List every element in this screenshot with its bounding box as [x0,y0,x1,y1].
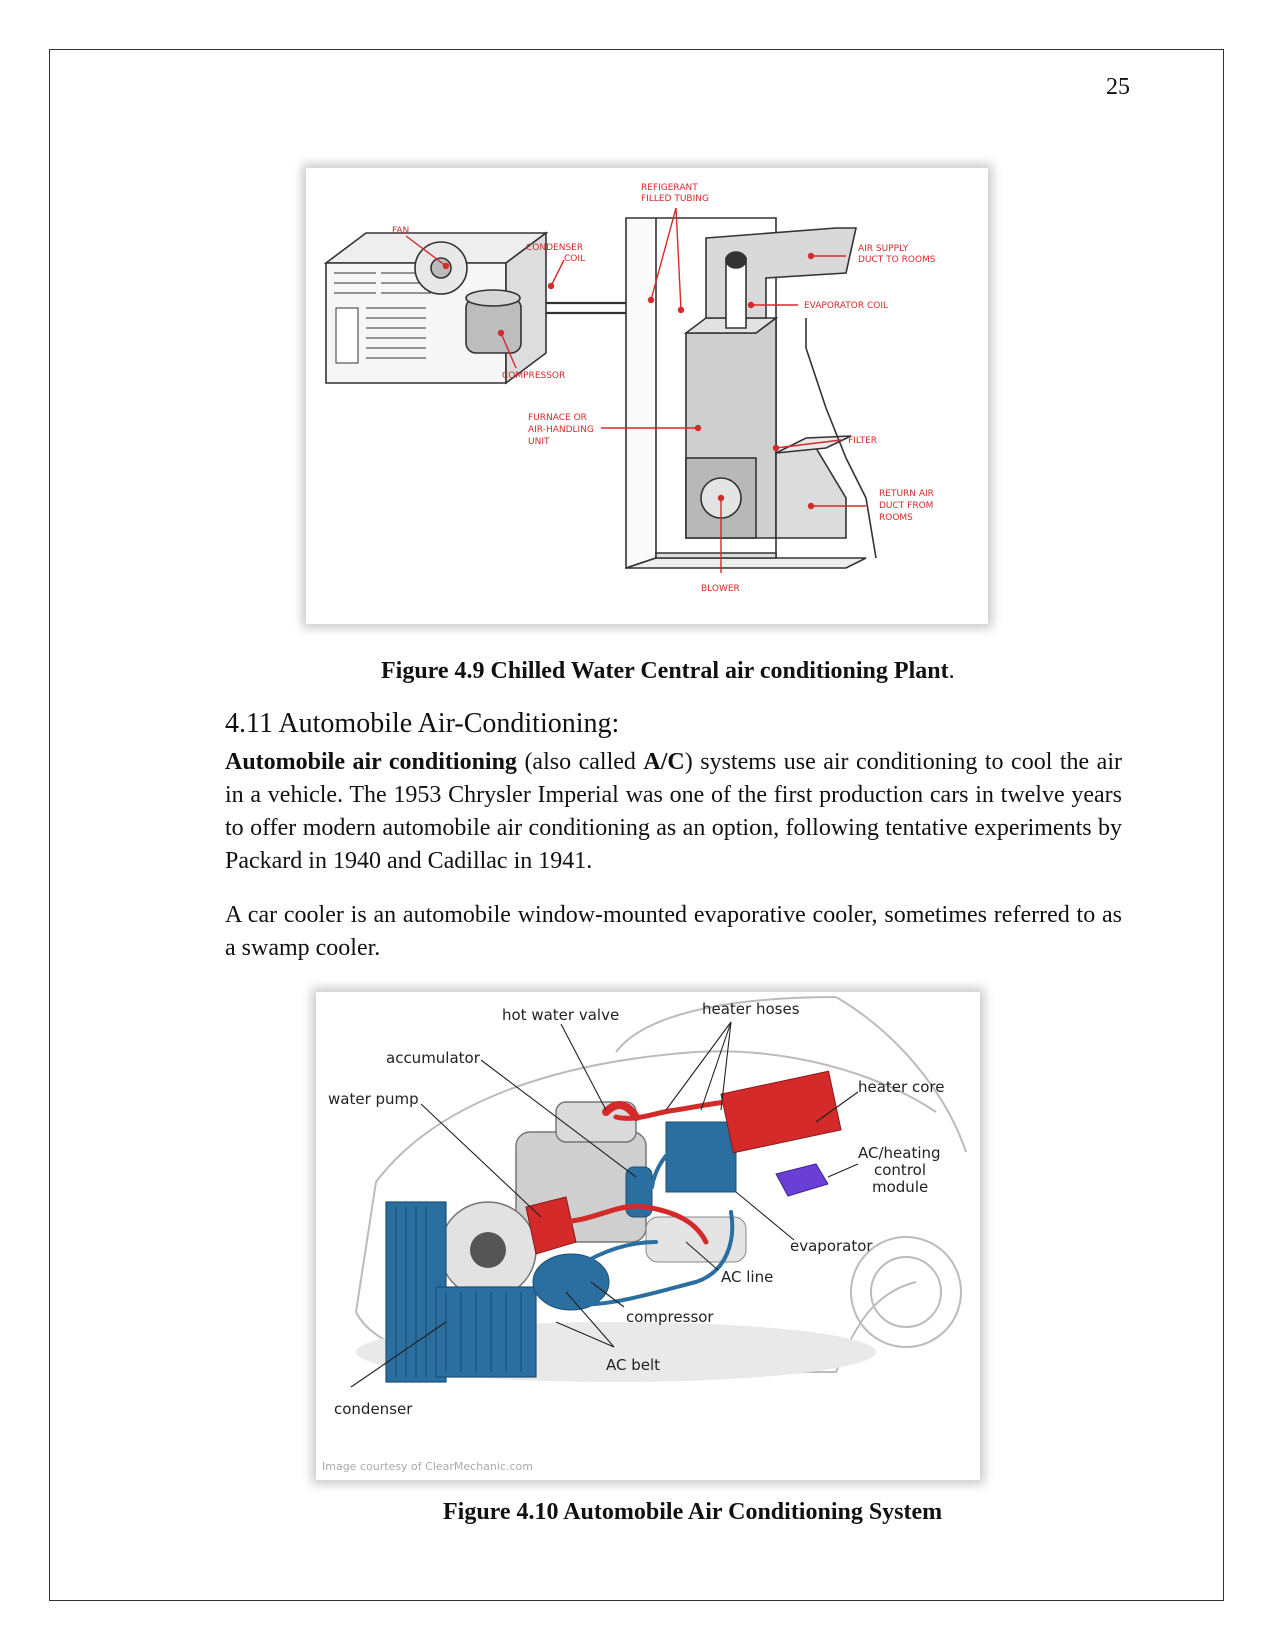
p1-text-2: ) systems use air conditioning to cool t… [225,749,1122,874]
central-ac-illustration: REFIGERANT FILLED TUBING FAN CONDENSER C… [323,183,936,594]
label-blower: BLOWER [701,584,740,594]
caption-text: Chilled Water Central air conditioning P… [490,658,949,684]
label-return-1: RETURN AIR [879,489,934,499]
label-accumulator: accumulator [386,1049,481,1067]
label-return-2: DUCT FROM [879,501,933,511]
label-furnace-3: UNIT [528,437,550,447]
page-border [49,49,1224,1601]
label-fan: FAN [392,226,409,236]
label-ac-module-2: control [874,1161,926,1179]
automobile-ac-illustration: hot water valve heater hoses accumulator… [322,996,967,1473]
label-ac-line: AC line [721,1268,773,1286]
label-heater-hoses: heater hoses [702,1000,800,1018]
label-hot-water-valve: hot water valve [502,1006,619,1024]
label-filter: FILTER [848,436,877,446]
label-condenser-2: COIL [564,254,585,264]
label-condenser-1: CONDENSER [526,243,583,253]
figure-4-10-caption: Figure 4.10 Automobile Air Conditioning … [443,1499,943,1525]
label-air-supply-2: DUCT TO ROOMS [858,255,936,265]
label-air-supply-1: AIR SUPPLY [858,244,909,254]
figure-4-9-caption: Figure 4.9 Chilled Water Central air con… [381,658,955,685]
p1-text-1: (also called [516,749,644,775]
figure-central-ac-diagram: REFIGERANT FILLED TUBING FAN CONDENSER C… [306,168,988,624]
label-furnace-2: AIR-HANDLING [528,425,594,435]
label-compressor: compressor [626,1308,714,1326]
caption-period: . [948,658,955,684]
term-automobile-ac: Automobile air conditioning [225,749,517,775]
image-credit: Image courtesy of ClearMechanic.com [322,1460,533,1473]
section-heading: 4.11 Automobile Air-Conditioning: [225,708,620,739]
figure-automobile-ac-diagram: hot water valve heater hoses accumulator… [316,992,980,1480]
paragraph-2: A car cooler is an automobile window-mou… [225,902,1122,961]
label-compressor: COMPRESSOR [502,371,565,381]
label-return-3: ROOMS [879,513,913,523]
label-furnace-1: FURNACE OR [528,413,587,423]
paragraph-1: Automobile air conditioning (also called… [225,746,1122,878]
label-refrigerant-2: FILLED TUBING [641,194,709,204]
label-ac-module-3: module [872,1178,928,1196]
label-heater-core: heater core [858,1078,944,1096]
label-evaporator: evaporator [790,1237,873,1255]
label-ac-module-1: AC/heating [858,1144,941,1162]
label-ac-belt: AC belt [606,1356,660,1374]
label-evaporator-coil: EVAPORATOR COIL [804,301,888,311]
caption-number: Figure 4.9 [381,658,485,684]
term-ac: A/C [643,749,685,775]
label-refrigerant-1: REFIGERANT [641,183,698,193]
label-condenser: condenser [334,1400,413,1418]
page-number: 25 [1106,74,1130,100]
label-water-pump: water pump [328,1090,419,1108]
